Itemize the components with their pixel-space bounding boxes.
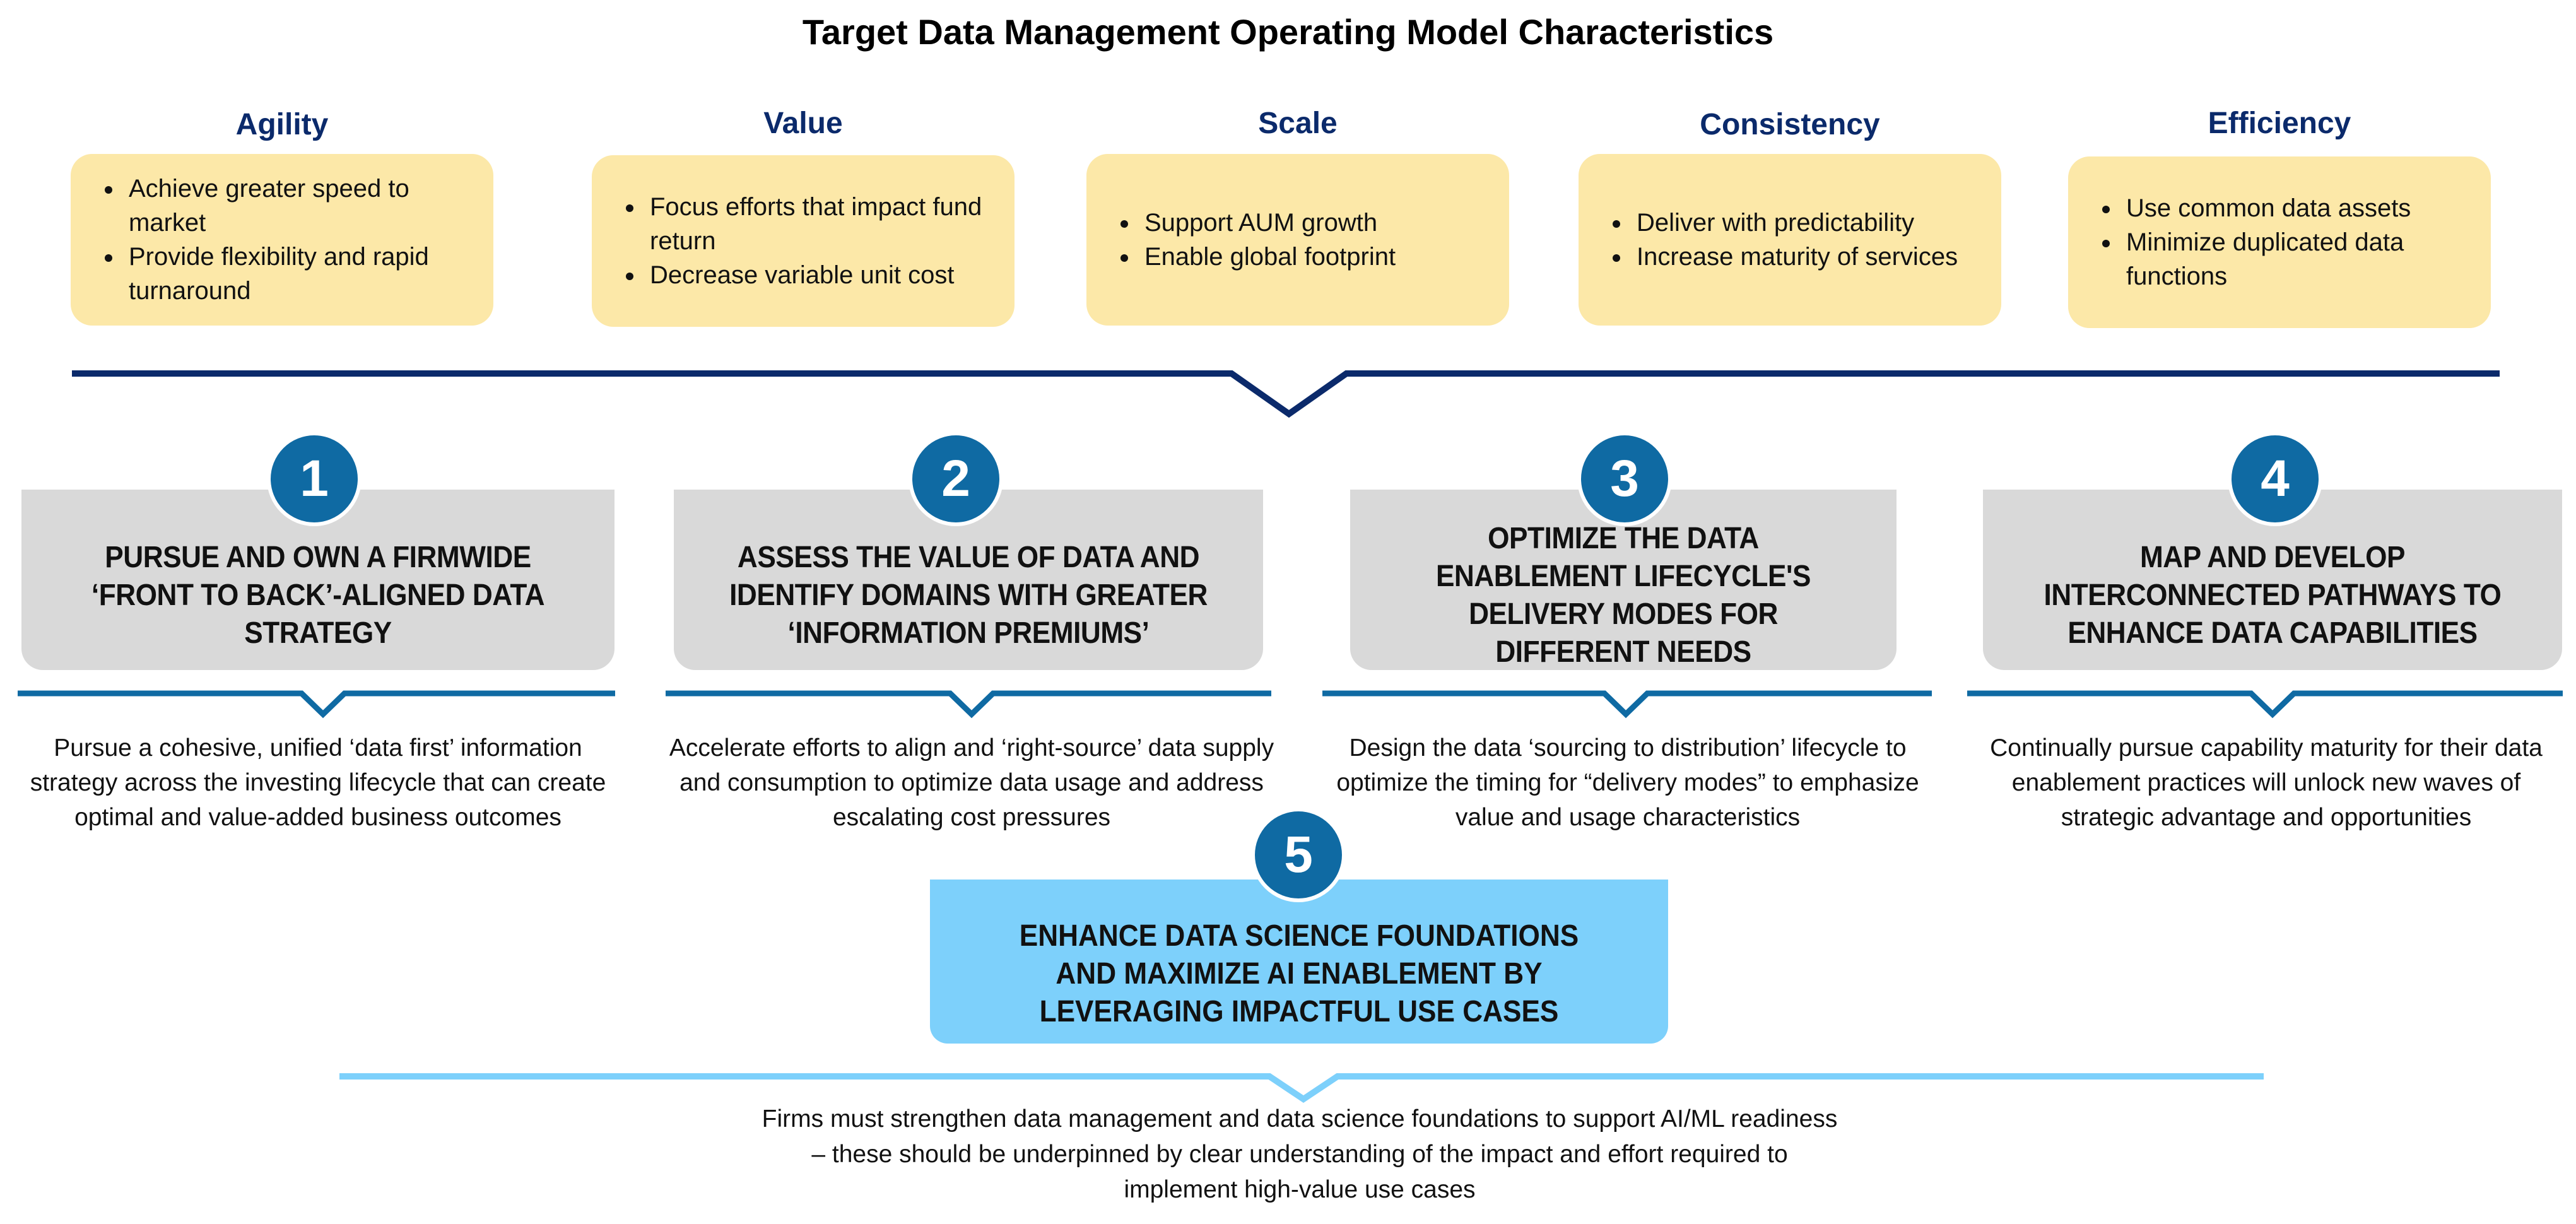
pillar-4-number-badge: 4	[2228, 432, 2322, 526]
pillar-5-number-badge: 5	[1251, 808, 1346, 902]
pillar-4-heading: Map and develop interconnected pathways …	[2044, 541, 2502, 650]
pillar-1-heading: Pursue and own a firmwide ‘front to back…	[91, 541, 545, 650]
pillar-2-description: Accelerate efforts to align and ‘right-s…	[669, 734, 1274, 831]
characteristic-bullet: Minimize duplicated data functions	[2121, 225, 2472, 293]
pillar-2-heading-box: Assess the value of data and identify do…	[674, 490, 1263, 670]
characteristic-bullet: Support AUM growth	[1139, 206, 1396, 240]
pillar-1-underline	[18, 690, 615, 719]
pillar-5-heading-box: Enhance data science foundations and max…	[930, 880, 1668, 1044]
pillar-4-description: Continually pursue capability maturity f…	[1990, 734, 2543, 831]
characteristic-bullet: Increase maturity of services	[1632, 240, 1958, 274]
pillar-3-underline	[1322, 690, 1932, 719]
pillar-5-underline	[339, 1073, 2264, 1103]
pillar-1-number-badge: 1	[267, 432, 362, 526]
characteristic-agility-title: Agility	[235, 108, 329, 141]
characteristic-bullet: Use common data assets	[2121, 191, 2472, 225]
pillar-3-heading: Optimize the data enablement lifecycle's…	[1435, 522, 1811, 669]
characteristic-consistency-title: Consistency	[1700, 108, 1880, 141]
characteristic-bullet: Deliver with predictability	[1632, 206, 1958, 240]
characteristic-value-title: Value	[763, 107, 843, 140]
pillar-3-number-badge: 3	[1577, 432, 1672, 526]
characteristic-consistency-box: Deliver with predictability Increase mat…	[1579, 154, 2001, 326]
characteristic-efficiency-title: Efficiency	[2208, 107, 2351, 140]
pillar-5-heading: Enhance data science foundations and max…	[1019, 919, 1579, 1028]
pillar-2-number-badge: 2	[909, 432, 1003, 526]
pillar-4-underline	[1967, 690, 2563, 719]
main-divider-chevron	[72, 370, 2500, 418]
pillar-2-underline	[666, 690, 1271, 719]
characteristic-scale-box: Support AUM growth Enable global footpri…	[1086, 154, 1509, 326]
pillar-2-heading: Assess the value of data and identify do…	[729, 541, 1208, 650]
characteristic-bullet: Enable global footprint	[1139, 240, 1396, 274]
pillar-1-description: Pursue a cohesive, unified ‘data first’ …	[30, 734, 606, 831]
characteristic-bullet: Provide flexibility and rapid turnaround	[124, 240, 474, 308]
characteristic-value-box: Focus efforts that impact fund return De…	[592, 155, 1015, 327]
characteristic-bullet: Achieve greater speed to market	[124, 172, 474, 240]
characteristic-efficiency-box: Use common data assets Minimize duplicat…	[2068, 156, 2491, 328]
characteristic-bullet: Focus efforts that impact fund return	[645, 190, 996, 258]
characteristic-bullet: Decrease variable unit cost	[645, 258, 996, 292]
characteristic-scale-title: Scale	[1258, 107, 1338, 140]
page-title: Target Data Management Operating Model C…	[802, 12, 1774, 52]
characteristic-agility-box: Achieve greater speed to market Provide …	[71, 154, 493, 326]
pillar-3-description: Design the data ‘sourcing to distributio…	[1336, 734, 1919, 831]
pillar-5-description: Firms must strengthen data management an…	[762, 1105, 1838, 1203]
